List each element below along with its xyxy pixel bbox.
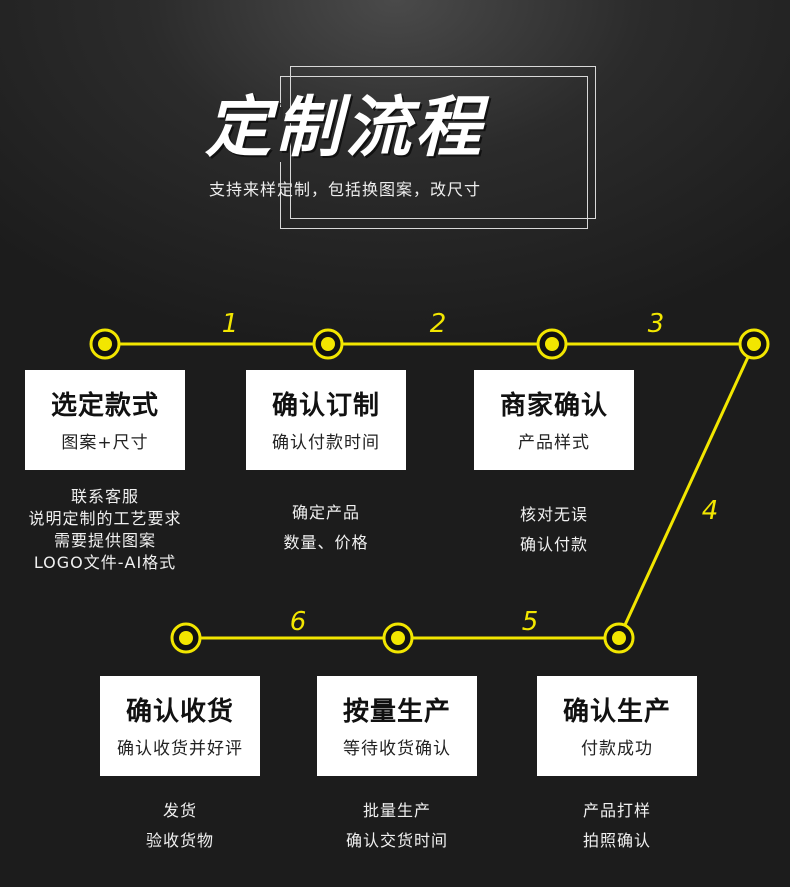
step-card-subtitle: 确认收货并好评	[117, 739, 243, 759]
step-notes-2: 确定产品 数量、价格	[216, 498, 436, 558]
step-card-subtitle: 确认付款时间	[272, 433, 380, 453]
step-card-4: 确认生产 付款成功	[537, 676, 697, 776]
step-number-4: 4	[701, 496, 719, 526]
step-notes-3: 核对无误 确认付款	[444, 500, 664, 560]
step-card-subtitle: 付款成功	[581, 739, 653, 759]
step-card-subtitle: 产品样式	[518, 433, 590, 453]
node-6	[170, 622, 202, 654]
step-number-5: 5	[521, 607, 539, 637]
note-line: 确认付款	[519, 535, 588, 554]
note-line: 确认交货时间	[345, 831, 448, 850]
step-number-3: 3	[647, 309, 665, 339]
step-card-title: 商家确认	[499, 391, 608, 421]
step-number-6: 6	[289, 607, 307, 637]
note-line: 确定产品	[291, 503, 360, 522]
step-number-1: 1	[221, 309, 239, 339]
step-card-2: 确认订制 确认付款时间	[246, 370, 406, 470]
note-line: 验收货物	[145, 831, 214, 850]
step-card-title: 确认收货	[125, 697, 234, 727]
node-1	[312, 328, 344, 360]
node-start	[89, 328, 121, 360]
step-card-1: 选定款式 图案+尺寸	[25, 370, 185, 470]
note-line: 核对无误	[519, 505, 588, 524]
title-frame-inner	[280, 76, 588, 229]
note-line: 联系客服	[70, 487, 139, 506]
node-4	[603, 622, 635, 654]
note-line: 拍照确认	[582, 831, 651, 850]
note-line: LOGO文件-AI格式	[33, 553, 177, 572]
note-line: 批量生产	[362, 801, 431, 820]
step-card-6: 确认收货 确认收货并好评	[100, 676, 260, 776]
step-card-title: 按量生产	[342, 697, 451, 727]
step-notes-4: 产品打样 拍照确认	[507, 796, 727, 856]
page-subtitle: 支持来样定制，包括换图案，改尺寸	[208, 180, 481, 199]
step-card-title: 确认生产	[562, 697, 671, 727]
page-title: 定制流程	[205, 89, 485, 166]
node-5	[382, 622, 414, 654]
node-3	[738, 328, 770, 360]
step-card-title: 选定款式	[50, 391, 159, 421]
node-2	[536, 328, 568, 360]
note-line: 发货	[162, 801, 197, 820]
title-frame-outer	[290, 66, 596, 219]
step-card-title: 确认订制	[271, 391, 380, 421]
step-notes-5: 批量生产 确认交货时间	[287, 796, 507, 856]
step-notes-1: 联系客服 说明定制的工艺要求 需要提供图案 LOGO文件-AI格式	[0, 486, 215, 574]
note-line: 数量、价格	[283, 533, 369, 552]
step-notes-6: 发货 验收货物	[70, 796, 290, 856]
note-line: 需要提供图案	[53, 531, 156, 550]
step-card-subtitle: 图案+尺寸	[61, 433, 149, 453]
step-card-5: 按量生产 等待收货确认	[317, 676, 477, 776]
note-line: 产品打样	[582, 801, 651, 820]
note-line: 说明定制的工艺要求	[28, 509, 182, 528]
step-number-2: 2	[429, 309, 447, 339]
step-card-3: 商家确认 产品样式	[474, 370, 634, 470]
step-card-subtitle: 等待收货确认	[343, 739, 451, 759]
